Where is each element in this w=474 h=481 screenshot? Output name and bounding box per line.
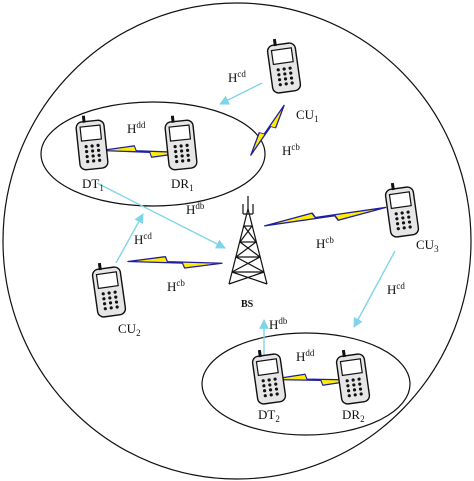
- arrow-dt1-to-bs: [96, 182, 226, 249]
- dt1-label: DT1: [82, 176, 104, 193]
- channel-label-cd-cu2: Hcd: [134, 231, 152, 247]
- dr1-phone-icon: [163, 113, 199, 172]
- channel-label-cb-cu1: Hcb: [282, 142, 300, 158]
- cu2-phone-icon: [90, 259, 127, 319]
- dt1-phone-icon: [74, 113, 110, 172]
- base-station-tower-icon: [228, 196, 268, 285]
- cu1-phone-icon: [265, 35, 302, 95]
- arrow-cu3-to-dt2: [353, 250, 396, 328]
- link-cu3-bs: [263, 198, 387, 235]
- cu3-phone-icon: [383, 179, 420, 239]
- d2d-cluster-2: [201, 332, 411, 436]
- channel-label-db-dt2: Hdb: [269, 316, 288, 332]
- arrow-cu1-to-dt1: [219, 82, 263, 105]
- cu2-label: CU2: [118, 321, 141, 338]
- cu3-label: CU3: [416, 237, 439, 254]
- channel-label-cb-cu3: Hcb: [316, 235, 334, 251]
- bs-label: BS: [241, 299, 254, 310]
- d2d-cluster-1: [40, 101, 266, 207]
- channel-label-cd-cu1: Hcd: [228, 69, 246, 85]
- dr2-label: DR2: [342, 407, 365, 424]
- dt2-phone-icon: [250, 346, 287, 406]
- link-cu2-bs: [127, 254, 223, 271]
- dt2-label: DT2: [258, 407, 280, 424]
- channel-label-cb-cu2: Hcb: [167, 278, 185, 294]
- dr2-phone-icon: [334, 346, 371, 406]
- channel-label-cd-cu3: Hcd: [387, 281, 405, 297]
- channel-label-dd-pair2: Hdd: [296, 348, 315, 364]
- dr1-label: DR1: [171, 176, 194, 193]
- arrow-cu2-to-dt1: [115, 213, 144, 264]
- channel-label-dd-pair1: Hdd: [127, 120, 146, 136]
- channel-label-db-dt1: Hdb: [186, 201, 205, 217]
- cu1-label: CU1: [296, 107, 319, 124]
